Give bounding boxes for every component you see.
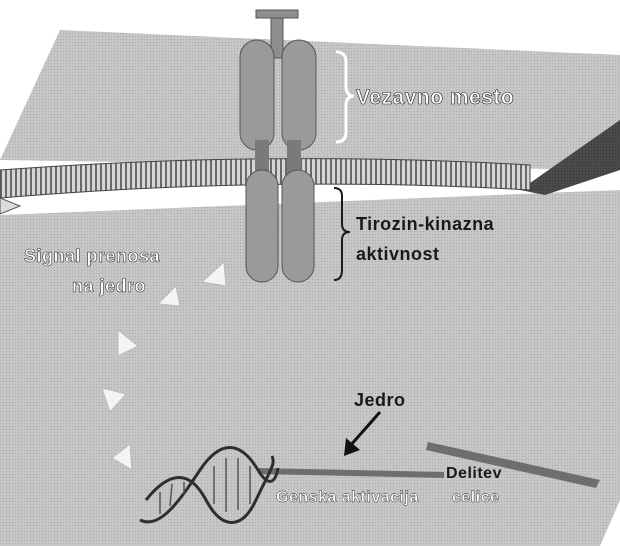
cell-division-label-line2: celice bbox=[452, 489, 499, 506]
cell-division-label-line1: Delitev bbox=[446, 465, 502, 482]
kinase-domain-left bbox=[246, 170, 278, 282]
binding-site-label: Vezavno mesto bbox=[356, 86, 514, 109]
gene-activation-label: Genska aktivacija bbox=[276, 489, 419, 506]
nucleus-label: Jedro bbox=[354, 390, 406, 410]
ligand-bar bbox=[256, 10, 298, 18]
kinase-domain-right bbox=[282, 170, 314, 282]
membrane-edge bbox=[0, 198, 20, 214]
tyrosine-kinase-label-line2: aktivnost bbox=[356, 244, 440, 264]
signal-label-line2: na jedro bbox=[72, 276, 146, 296]
signal-label-line1: Signal prenosa bbox=[24, 246, 161, 266]
receptor-extracellular-right bbox=[282, 40, 316, 150]
receptor-extracellular-left bbox=[240, 40, 274, 150]
tyrosine-kinase-label-line1: Tirozin-kinazna bbox=[356, 214, 495, 234]
